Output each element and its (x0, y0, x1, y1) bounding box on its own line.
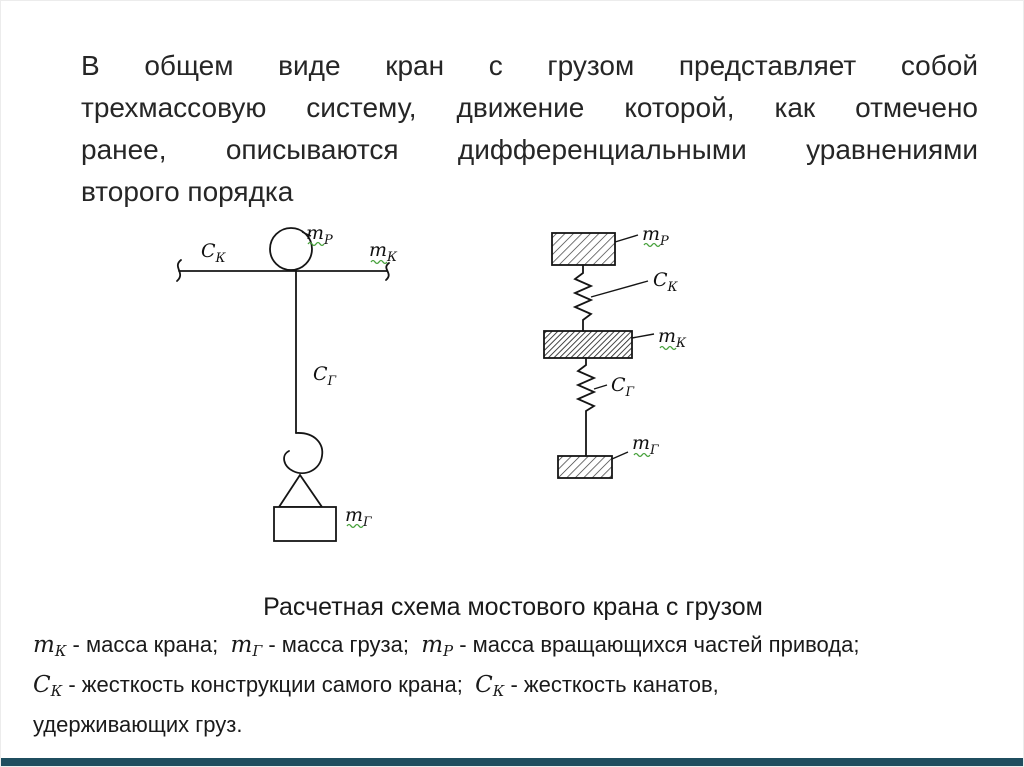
hook-shape (283, 432, 324, 475)
mass-mk-block (543, 330, 633, 359)
spring-cg (575, 357, 597, 457)
label-ck-right: СК (653, 269, 679, 295)
intro-line-3: ранее, описываются дифференциальными ура… (81, 134, 978, 165)
spellcheck-squiggle-icon (307, 241, 325, 247)
legend: mК - масса крана; mГ - масса груза; mР -… (33, 628, 998, 741)
intro-line-4: второго порядка (81, 176, 294, 207)
mk-leader-line (631, 333, 655, 339)
mg-leader-line (611, 451, 629, 460)
label-ck-left: СК (201, 240, 227, 266)
spring-ck (572, 264, 594, 332)
intro-paragraph: В общем виде кран с грузом представляет … (81, 45, 978, 213)
cg-leader-line (593, 384, 608, 390)
beam-break-right-icon (385, 262, 390, 281)
mass-mg-block (557, 455, 613, 479)
load-rect (273, 506, 337, 542)
label-mp-left: mР (306, 223, 333, 248)
label-mk-left: mК (369, 239, 398, 265)
spellcheck-squiggle-icon (643, 242, 661, 248)
spellcheck-squiggle-icon (346, 523, 364, 529)
intro-line-1: В общем виде кран с грузом представляет … (81, 50, 978, 81)
legend-line-stiffness: СК - жесткость конструкции самого крана;… (33, 672, 719, 700)
mp-leader-line (301, 231, 312, 237)
figure-caption: Расчетная схема мостового крана с грузом (263, 593, 763, 621)
intro-line-2: трехмассовую систему, движение которой, … (81, 92, 978, 123)
mass-spring-model-figure: mР СК mК СГ mГ (543, 223, 687, 479)
spellcheck-squiggle-icon (633, 452, 651, 458)
label-mg-right: mГ (632, 432, 659, 458)
pulley-circle (269, 227, 313, 271)
ck-leader-line (590, 280, 649, 298)
label-mp-right: mР (642, 223, 669, 249)
sling-triangle (277, 473, 324, 508)
legend-line-masses: mК - масса крана; mГ - масса груза; mР -… (33, 632, 860, 660)
label-mg-left: mГ (345, 504, 372, 530)
spellcheck-squiggle-icon (659, 345, 677, 351)
mp-leader-line (614, 234, 639, 243)
legend-line-continuation: удерживающих груз. (33, 712, 243, 737)
label-cg-right: СГ (611, 374, 635, 400)
label-cg-left: СГ (313, 363, 337, 389)
bottom-bar (1, 758, 1023, 766)
spellcheck-squiggle-icon (370, 259, 388, 265)
mass-mp-block (551, 232, 616, 266)
crane-schematic-figure: СК mР mК СГ mГ (176, 223, 398, 542)
label-mk-right: mК (658, 325, 687, 351)
